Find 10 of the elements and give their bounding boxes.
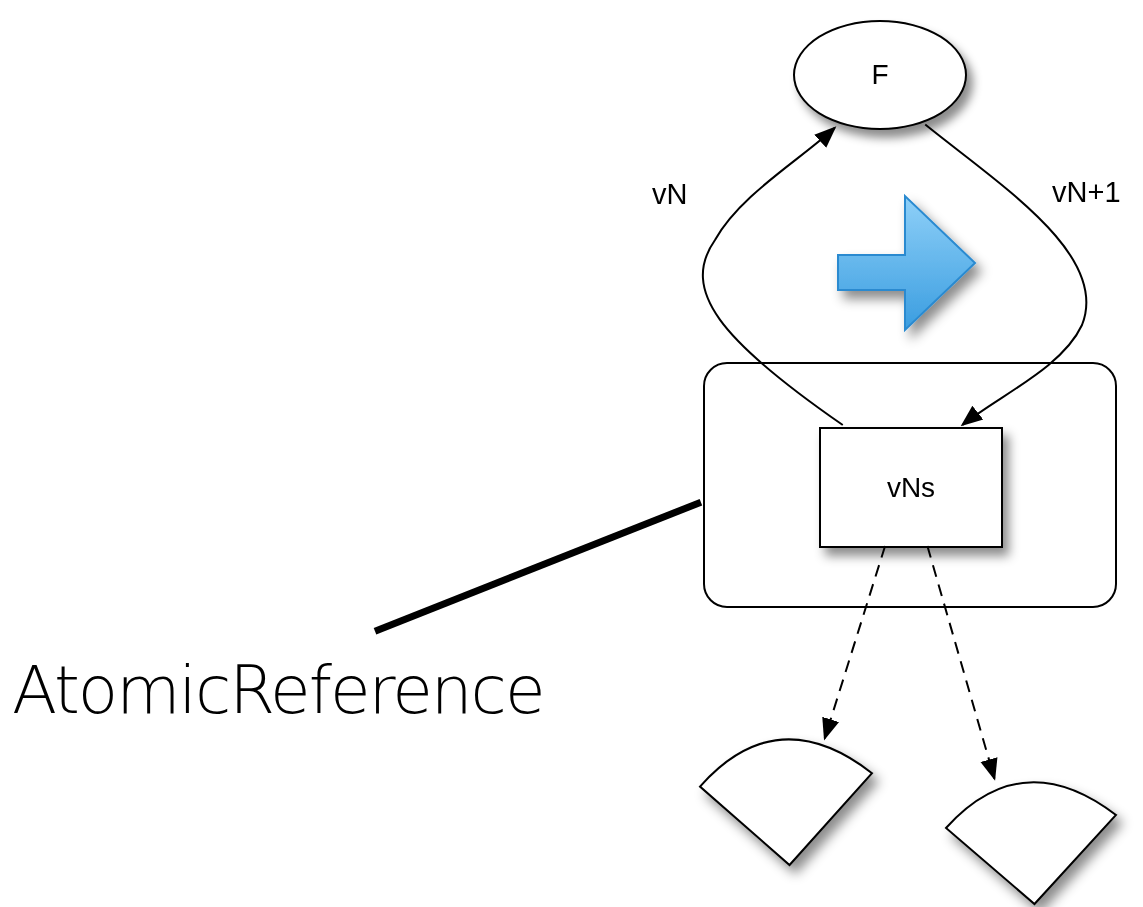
arrow <box>701 126 844 426</box>
container-box <box>703 362 1117 608</box>
node-label: F <box>871 59 889 91</box>
arrow <box>822 545 887 741</box>
arrow <box>924 123 1088 427</box>
callout-label: AtomicReference <box>12 651 544 729</box>
node-label: vNs <box>886 471 936 504</box>
arrow <box>926 545 998 781</box>
leader-line <box>373 498 703 635</box>
process-box <box>819 427 1003 548</box>
